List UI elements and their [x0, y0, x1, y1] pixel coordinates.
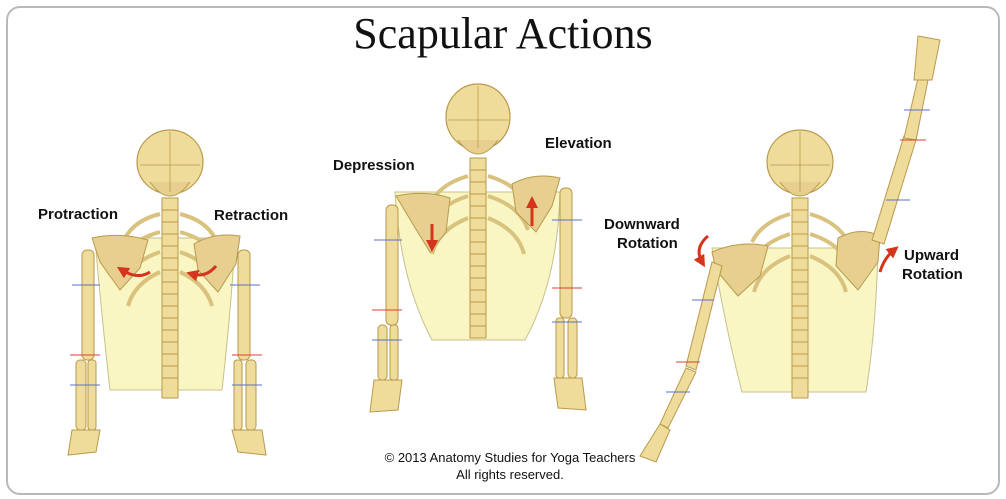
spine: [469, 157, 487, 339]
left-scapula: [711, 243, 769, 297]
rights-line: All rights reserved.: [456, 467, 564, 482]
downward-rotation-arrow: [693, 234, 710, 268]
figure-protraction-retraction: [67, 129, 267, 456]
left-arm: [67, 249, 101, 456]
right-scapula: [835, 231, 881, 291]
label-upward-rotation: Rotation: [902, 266, 963, 283]
right-scapula: [193, 234, 241, 293]
label-retraction: Retraction: [214, 207, 289, 224]
protraction-arrow: [116, 266, 151, 279]
left-arm-lowered: [639, 261, 723, 463]
skull: [766, 129, 834, 197]
left-arm: [369, 204, 403, 413]
page-title: Scapular Actions: [353, 9, 653, 58]
left-scapula: [91, 234, 149, 291]
figure-rotation: [639, 35, 941, 463]
label-downward: Downward: [604, 216, 680, 233]
right-arm: [230, 249, 267, 456]
label-upward: Upward: [904, 247, 960, 264]
label-depression: Depression: [333, 157, 415, 174]
spine: [791, 197, 809, 399]
skull: [445, 83, 511, 155]
retraction-arrow: [186, 265, 218, 282]
label-protraction: Protraction: [38, 206, 119, 223]
right-arm: [552, 187, 587, 411]
label-downward-rotation: Rotation: [617, 235, 678, 252]
skull: [136, 129, 204, 197]
copyright-line: © 2013 Anatomy Studies for Yoga Teachers: [384, 450, 636, 465]
copyright-notice: © 2013 Anatomy Studies for Yoga Teachers…: [300, 449, 720, 483]
figure-depression-elevation: [369, 83, 587, 413]
right-arm-raised: [871, 35, 941, 245]
upward-rotation-arrow: [878, 246, 899, 273]
label-elevation: Elevation: [545, 135, 612, 152]
spine: [161, 197, 179, 399]
